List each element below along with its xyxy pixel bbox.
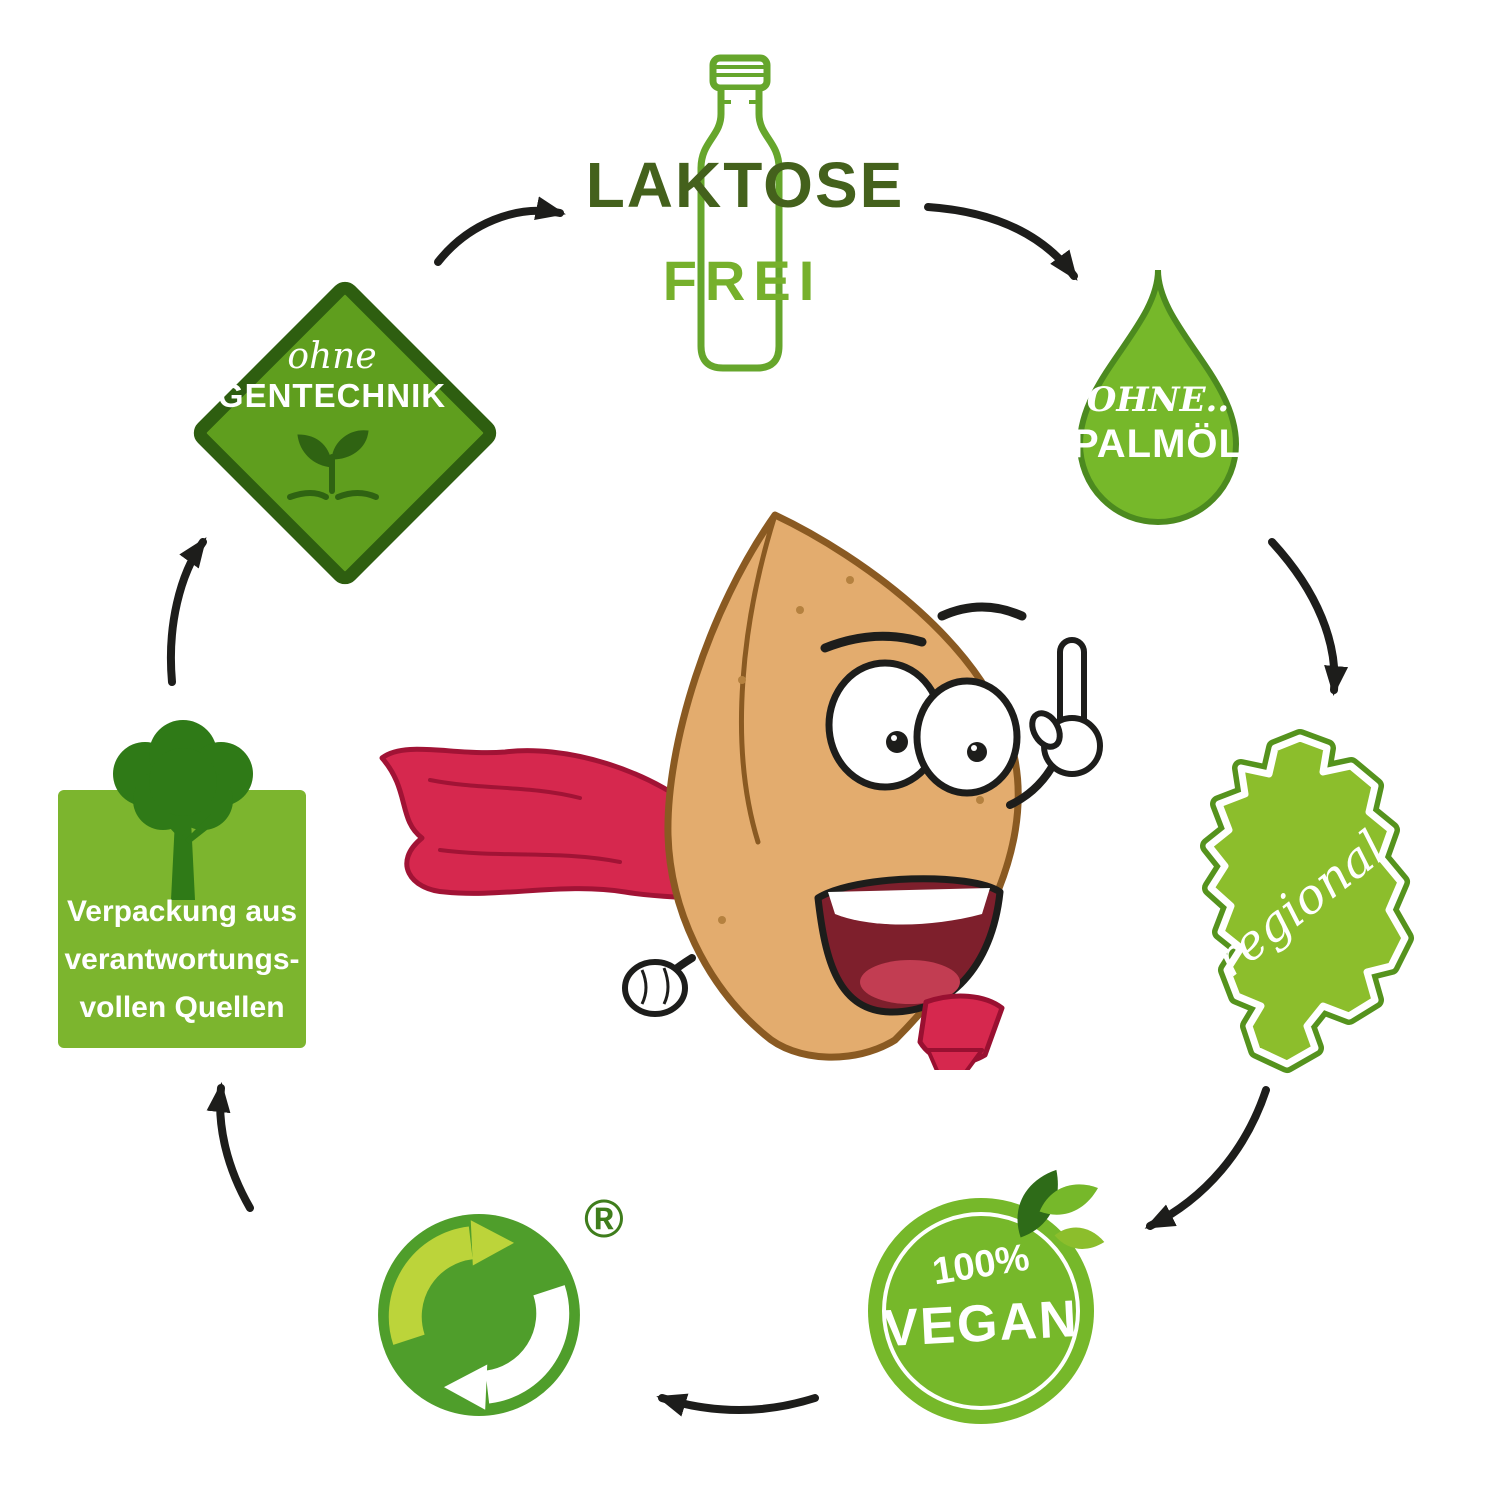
badge-ohne-gentechnik: ohne GENTECHNIK bbox=[188, 276, 502, 590]
palmoel-label: PALMÖL bbox=[1072, 422, 1244, 466]
packaging-line-1: Verpackung aus bbox=[66, 895, 298, 928]
ohne-palmoel-line1: OHNE.. bbox=[1086, 380, 1230, 420]
registered-trademark-label: ® bbox=[584, 1189, 624, 1249]
packaging-text: Verpackung aus verantwortungs- vollen Qu… bbox=[58, 888, 306, 1032]
packaging-line-3: vollen Quellen bbox=[79, 991, 285, 1024]
laktose-label: LAKTOSE bbox=[585, 149, 905, 221]
fortune-cookie-superhero-icon bbox=[379, 511, 1103, 1070]
frei-label: FREI bbox=[662, 249, 823, 312]
arrow-icon-1 bbox=[434, 196, 566, 266]
sprout-icon bbox=[287, 430, 379, 500]
water-drop-icon bbox=[1076, 269, 1240, 525]
milk-bottle-icon bbox=[697, 54, 783, 372]
pointing-hand-shape bbox=[1006, 637, 1103, 809]
arrow-icon-4 bbox=[1144, 1086, 1270, 1230]
tree-icon bbox=[113, 720, 253, 900]
arrow-icon-7 bbox=[166, 537, 207, 686]
ohne-label: ohne bbox=[287, 336, 377, 377]
gentechnik-content: ohne GENTECHNIK bbox=[190, 278, 474, 562]
arrow-icon-5 bbox=[656, 1393, 819, 1417]
left-glove-shape bbox=[622, 954, 696, 1017]
green-dot-recycling-icon bbox=[378, 1214, 580, 1416]
arrow-icon-6 bbox=[206, 1082, 254, 1212]
badge-regional: regional bbox=[1172, 726, 1428, 1092]
packaging-line-2: verantwortungs- bbox=[64, 943, 300, 976]
gentechnik-label: GENTECHNIK bbox=[217, 377, 447, 414]
germany-map-icon bbox=[1200, 729, 1414, 1073]
mouth-shape bbox=[814, 875, 1004, 1016]
leaves-icon bbox=[1017, 1169, 1105, 1249]
vegan-label: VEGAN bbox=[882, 1289, 1080, 1359]
arrow-icon-3 bbox=[1268, 538, 1349, 696]
eyes-shape bbox=[820, 602, 1027, 797]
arrow-icon-2 bbox=[924, 203, 1078, 281]
badge-ohne-palmoel: OHNE.. PALMÖL bbox=[1048, 262, 1268, 552]
vegan-ring-shape bbox=[882, 1212, 1080, 1410]
neckerchief-shape bbox=[917, 993, 1005, 1070]
